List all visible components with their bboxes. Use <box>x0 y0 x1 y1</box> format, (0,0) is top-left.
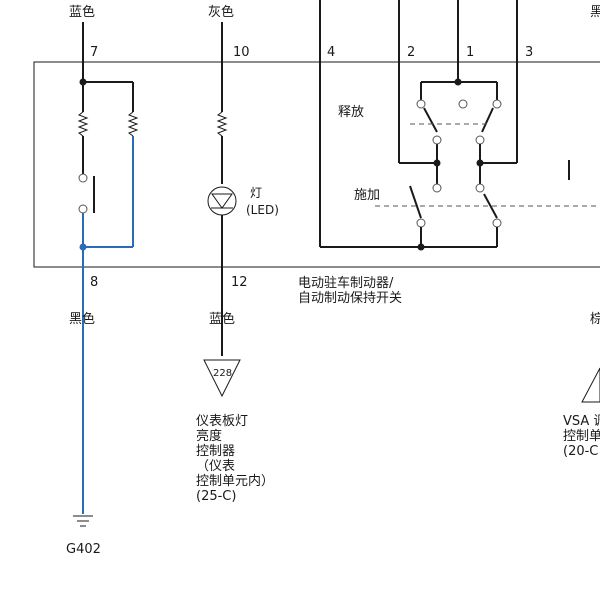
vsa-label-line2: 控制单 <box>563 429 600 444</box>
pin-10-label: 10 <box>233 45 250 60</box>
connector-desc-line6: (25-C) <box>196 489 236 504</box>
lamp-label: 灯 <box>250 186 262 200</box>
connector-desc-line1: 仪表板灯 <box>196 414 248 429</box>
apply-label: 施加 <box>354 188 380 203</box>
pin-3-label: 3 <box>525 45 533 60</box>
connector-228-number: 228 <box>213 368 232 379</box>
pin-1-label: 1 <box>466 45 474 60</box>
left-switch-circuit <box>77 22 139 514</box>
component-name-line1: 电动驻车制动器/ <box>298 275 394 291</box>
connector-228-symbol <box>203 359 241 398</box>
ground-symbol <box>73 515 93 527</box>
connector-desc-line2: 亮度 <box>196 428 222 444</box>
release-label: 释放 <box>338 105 364 120</box>
wire-color-label-black-top: 黑 <box>590 5 600 20</box>
ground-label: G402 <box>66 542 101 557</box>
component-name-line2: 自动制动保持开关 <box>298 291 402 306</box>
vsa-connector-symbol <box>581 367 600 403</box>
right-switch-circuit <box>319 0 600 251</box>
wire-color-label-blue-top: 蓝色 <box>69 4 95 20</box>
wire-color-label-right-bottom: 棕 <box>590 312 600 327</box>
pin-2-label: 2 <box>407 45 415 60</box>
vsa-label-line3: (20-C <box>563 444 598 459</box>
led-symbol <box>207 186 237 216</box>
resistor-left-a <box>77 111 89 137</box>
connector-desc-line4: （仪表 <box>196 459 235 474</box>
wire-color-label-gray-top: 灰色 <box>208 4 234 20</box>
connector-desc-line3: 控制器 <box>196 444 235 459</box>
vsa-label-line1: VSA 调 <box>563 414 600 429</box>
lamp-circuit <box>207 22 237 356</box>
lamp-type-label: (LED) <box>246 203 279 217</box>
wire-color-label-blue-bottom: 蓝色 <box>209 311 235 327</box>
resistor-lamp <box>216 111 228 137</box>
connector-desc-line5: 控制单元内） <box>196 473 274 489</box>
wire-color-label-black-bottom: 黑色 <box>69 311 95 327</box>
pin-8-label: 8 <box>90 275 98 290</box>
pin-7-label: 7 <box>90 45 98 60</box>
connector-228-description: 仪表板灯 亮度 控制器 （仪表 控制单元内） (25-C) <box>196 414 274 504</box>
component-outline <box>33 61 600 268</box>
pin-12-label: 12 <box>231 275 248 290</box>
pin-4-label: 4 <box>327 45 335 60</box>
resistor-left-b <box>127 111 139 137</box>
